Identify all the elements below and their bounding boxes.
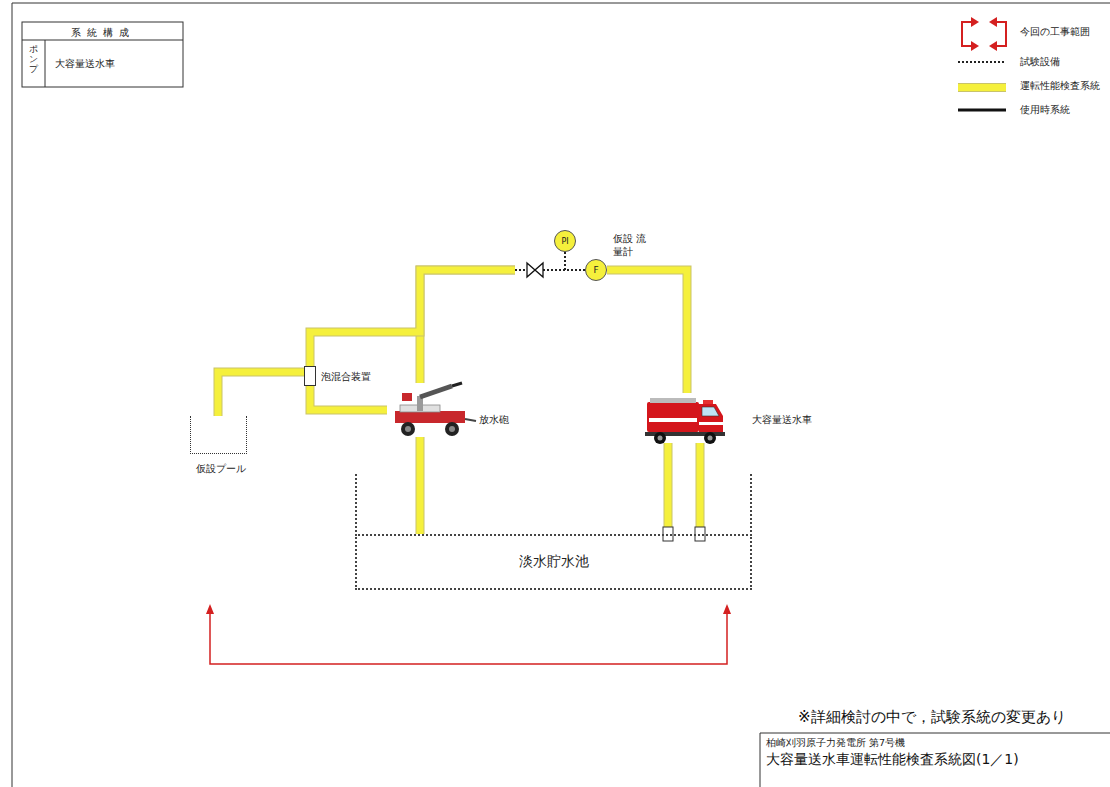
pipe-fill: [697, 443, 704, 534]
pipe-fill: [417, 437, 424, 534]
legend-swatch: [958, 83, 1006, 92]
water-cannon-picture: [395, 383, 476, 436]
system-table: [22, 22, 183, 87]
pipe-connector: [700, 443, 701, 534]
foam-mixer-box: 泡混合装置: [304, 366, 316, 386]
test-line: [515, 269, 585, 271]
pipe-outline: [664, 443, 673, 534]
pipe-outline: [310, 270, 515, 366]
node-label: 仮設 流量計: [613, 233, 647, 258]
node-label: 仮設プール: [196, 462, 246, 476]
flow-meter: F仮設 流量計: [585, 259, 607, 281]
fire-truck-picture: [645, 398, 725, 444]
pipe-fill: [310, 270, 515, 366]
pipe-fill: [420, 270, 515, 383]
page-frame: [12, 3, 1110, 787]
pipe-outline: [310, 386, 387, 410]
valve-symbol: [527, 263, 543, 277]
freshwater-pond: 淡水貯水池: [355, 534, 752, 590]
note: ※詳細検討の中で，試験系統の変更あり: [798, 708, 1066, 727]
pressure-indicator: PI: [554, 230, 576, 252]
fire-truck: 大容量送水車: [645, 393, 725, 443]
legend-text: 使用時系統: [1020, 104, 1070, 117]
table-cell: 大容量送水車: [55, 57, 115, 71]
pond-side: [750, 474, 752, 535]
legend-text: 運転性能検査系統: [1020, 80, 1100, 93]
pipe-fill: [665, 443, 672, 534]
plant-name: 柏崎刈羽原子力発電所 第7号機: [766, 737, 905, 750]
node-label: 淡水貯水池: [357, 536, 750, 588]
pipe-outline: [420, 270, 515, 383]
legend-text: 試験設備: [1020, 56, 1060, 69]
temporary-pool: 仮設プール: [190, 416, 247, 454]
pipe-connector: [607, 270, 687, 393]
pond-side: [355, 474, 357, 535]
legend-red-arrows: [962, 22, 1006, 46]
water-cannon: 放水砲: [387, 383, 473, 437]
pipe-connector: [310, 270, 585, 366]
legend-text: 今回の工事範囲: [1020, 26, 1090, 39]
pipe-connector: [218, 372, 304, 416]
legend-solid-line: [958, 109, 1006, 112]
pipe-fill: [607, 270, 687, 393]
test-line: [565, 252, 585, 270]
table-row-head: ポンプ: [29, 45, 38, 75]
drawing-title: 大容量送水車運転性能検査系統図(1／1): [766, 751, 1019, 769]
node-label: F: [586, 260, 606, 280]
node-label: 放水砲: [479, 413, 509, 427]
pipe-fill: [310, 386, 387, 410]
work-range-bracket: [206, 604, 731, 664]
pipe-outline: [607, 270, 687, 393]
title-block: [760, 733, 1110, 787]
pipe-outline: [218, 372, 304, 416]
pipe-connector: [420, 270, 585, 383]
pipe-connector: [420, 437, 421, 534]
table-header: 系統構成: [22, 26, 183, 40]
legend-dotted-line: [958, 61, 1006, 63]
node-label: 泡混合装置: [321, 370, 371, 384]
node-label: PI: [555, 231, 575, 251]
pipe-outline: [696, 443, 705, 534]
node-label: 大容量送水車: [752, 413, 812, 427]
pipe-outline: [416, 437, 425, 534]
pipe-connector: [565, 252, 585, 270]
pipe-fill: [218, 372, 304, 416]
pipe-connector: [310, 386, 387, 410]
test-line: [515, 269, 585, 271]
pipe-connector: [668, 443, 669, 534]
legend-arrowheads: [971, 17, 997, 51]
